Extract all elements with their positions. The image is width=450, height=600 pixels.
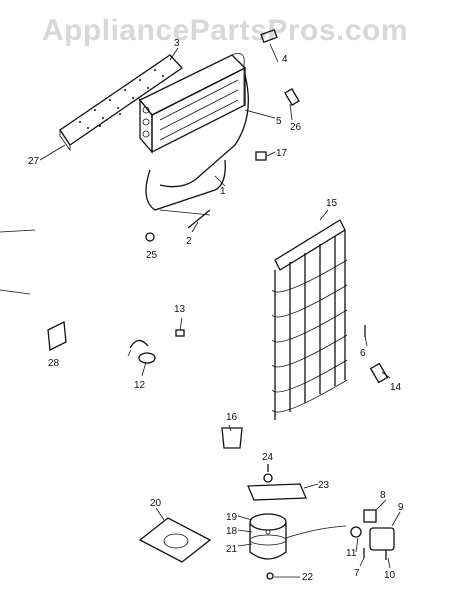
compressor-line — [285, 525, 347, 539]
label-3: 3 — [174, 38, 180, 49]
part-11-cover[interactable] — [350, 526, 362, 538]
part-22-bolt[interactable] — [266, 572, 274, 580]
label-15: 15 — [326, 198, 338, 209]
part-5-tubing[interactable] — [159, 74, 249, 188]
label-5: 5 — [276, 116, 282, 127]
label-26: 26 — [290, 122, 302, 133]
label-2: 2 — [186, 236, 192, 247]
label-10: 10 — [384, 570, 396, 581]
part-25-grommet[interactable] — [145, 232, 155, 242]
label-12: 12 — [134, 380, 146, 391]
label-11: 11 — [346, 548, 357, 559]
label-4: 4 — [282, 54, 288, 65]
label-17: 17 — [276, 148, 288, 159]
leader-lines — [39, 43, 401, 578]
label-16: 16 — [226, 412, 238, 423]
part-4-clip[interactable] — [260, 29, 278, 43]
label-6: 6 — [360, 348, 366, 359]
label-21: 21 — [226, 544, 238, 555]
scan-mark — [0, 229, 36, 233]
part-15-condenser[interactable] — [271, 219, 348, 420]
label-7: 7 — [354, 568, 360, 579]
part-16-bracket[interactable] — [221, 427, 243, 449]
part-27-insulation-pad[interactable] — [59, 54, 183, 152]
label-22: 22 — [302, 572, 314, 583]
part-1-tubing[interactable] — [145, 159, 226, 216]
part-14-tube[interactable] — [369, 362, 389, 384]
label-14: 14 — [390, 382, 402, 393]
label-18: 18 — [226, 526, 238, 537]
part-28-bracket[interactable] — [47, 320, 67, 352]
part-26-drain[interactable] — [284, 88, 300, 106]
label-23: 23 — [318, 480, 330, 491]
part-13-connector[interactable] — [175, 329, 185, 337]
label-20: 20 — [150, 498, 162, 509]
label-27: 27 — [28, 156, 40, 167]
label-25: 25 — [146, 250, 158, 261]
part-8-overload[interactable] — [363, 509, 377, 523]
part-3-evaporator[interactable] — [138, 52, 247, 154]
watermark-text: AppliancePartsPros.com — [41, 14, 409, 47]
part-17-fitting[interactable] — [255, 151, 267, 161]
part-9-relay[interactable] — [369, 527, 395, 551]
label-1: 1 — [220, 186, 226, 197]
label-24: 24 — [262, 452, 274, 463]
part-2-tube[interactable] — [187, 209, 211, 229]
label-9: 9 — [398, 502, 404, 513]
part-20-base[interactable] — [138, 517, 212, 563]
label-13: 13 — [174, 304, 186, 315]
label-8: 8 — [380, 490, 386, 501]
scan-mark — [0, 289, 31, 295]
part-19-compressor[interactable] — [249, 513, 287, 560]
label-19: 19 — [226, 512, 238, 523]
part-24-bolt[interactable] — [263, 464, 273, 483]
part-23-cover[interactable] — [247, 483, 307, 501]
part-12-wire[interactable] — [127, 339, 156, 364]
label-28: 28 — [48, 358, 60, 369]
